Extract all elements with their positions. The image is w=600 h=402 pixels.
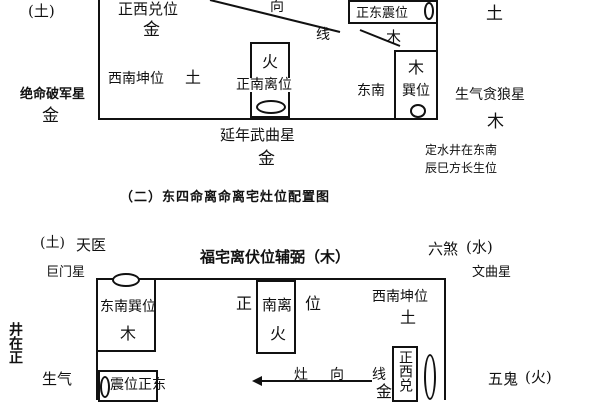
top-xinan-tu: 土 — [185, 68, 202, 87]
top-zhengxi-dui: 正西兑位 — [118, 0, 179, 18]
xun-box: 木 巽位 — [394, 50, 438, 120]
top-yannian-jin: 金 — [258, 149, 275, 169]
bottom-zao: 灶 — [294, 367, 308, 383]
top-note-line1: 定水井在东南 — [425, 143, 498, 157]
top-mu-box: 木 — [408, 58, 425, 77]
bottom-frame-right — [444, 278, 446, 400]
bottom-dui-oval — [424, 354, 436, 400]
bottom-arrow-head — [252, 376, 262, 386]
bottom-zheng: 正 — [236, 294, 253, 313]
top-tu-left: (土) — [28, 2, 55, 20]
bottom-well-label: 井在正 — [7, 322, 23, 364]
top-xiang: 向 — [270, 0, 284, 15]
top-zhengxi-jin: 金 — [143, 20, 160, 40]
bottom-zhen-label: 震位正东 — [110, 377, 166, 393]
top-xinan-kun: 西南坤位 — [108, 71, 164, 87]
bottom-frame-top — [96, 278, 446, 280]
bottom-shui: (水) — [466, 238, 493, 256]
top-jueming: 绝命破军星 — [20, 87, 86, 102]
top-mu-small: 木 — [386, 28, 402, 46]
bottom-xinan-tu: 土 — [400, 308, 417, 327]
bottom-wugui: 五鬼 — [488, 370, 519, 388]
bottom-shengqi: 生气 — [42, 370, 73, 388]
bottom-xun-oval — [112, 273, 140, 287]
bottom-li-huo: 火 — [270, 324, 287, 343]
top-note-line2: 辰巳方长生位 — [425, 161, 498, 175]
dui-box: 正西兑 — [392, 346, 418, 402]
bottom-title: 福宅离伏位辅弼（木） — [200, 248, 351, 266]
bottom-huo-paren: (火) — [525, 368, 552, 386]
bottom-zhen-oval — [100, 376, 110, 398]
dongnan-xun-box: 东南巽位 木 — [96, 278, 156, 352]
top-shengqi: 生气贪狼星 — [455, 87, 525, 103]
top-dongnan: 东南 — [357, 83, 385, 99]
top-xian: 线 — [316, 27, 330, 43]
bottom-tu-label: (土) — [40, 235, 65, 251]
top-xun-wei: 巽位 — [402, 83, 430, 99]
figure-caption: （二）东四命离命离宅灶位配置图 — [120, 190, 331, 205]
bottom-nan-li: 南离 — [262, 296, 293, 314]
bottom-tianyi: 天医 — [76, 236, 107, 254]
bottom-wenqu: 文曲星 — [472, 265, 512, 280]
top-yannian: 延年武曲星 — [220, 126, 296, 144]
bottom-dongnan-xun: 东南巽位 — [100, 299, 156, 315]
bottom-xian: 线 — [372, 367, 386, 383]
top-frame-bottom — [98, 118, 438, 120]
top-direction-line — [209, 0, 341, 33]
top-stove-oval — [256, 100, 286, 114]
bottom-dongnan-mu: 木 — [120, 324, 137, 343]
top-zhengdong-zhen: 正东震位 — [356, 6, 409, 21]
bottom-jumen: 巨门星 — [46, 265, 86, 280]
top-tu-right: 土 — [486, 4, 503, 24]
bottom-xinan-kun: 西南坤位 — [372, 289, 428, 305]
bottom-wei: 位 — [305, 294, 322, 313]
bottom-jin: 金 — [376, 382, 393, 401]
top-direction-line-2 — [359, 29, 401, 47]
top-well-oval — [424, 2, 434, 20]
top-frame-left — [98, 0, 100, 120]
bottom-zhengxi-dui: 正西兑 — [397, 350, 413, 392]
top-huo: 火 — [262, 52, 279, 71]
top-jueming-jin: 金 — [42, 106, 59, 126]
li-box: 南离 火 — [256, 280, 296, 354]
bottom-liusha: 六煞 — [428, 240, 459, 258]
top-zhengnan-li: 正南离位 — [236, 77, 292, 93]
top-xun-oval — [410, 104, 426, 118]
zhengdong-zhen-box: 正东震位 — [348, 0, 438, 24]
bottom-xiang: 向 — [330, 367, 344, 383]
top-shengqi-mu: 木 — [487, 112, 504, 132]
